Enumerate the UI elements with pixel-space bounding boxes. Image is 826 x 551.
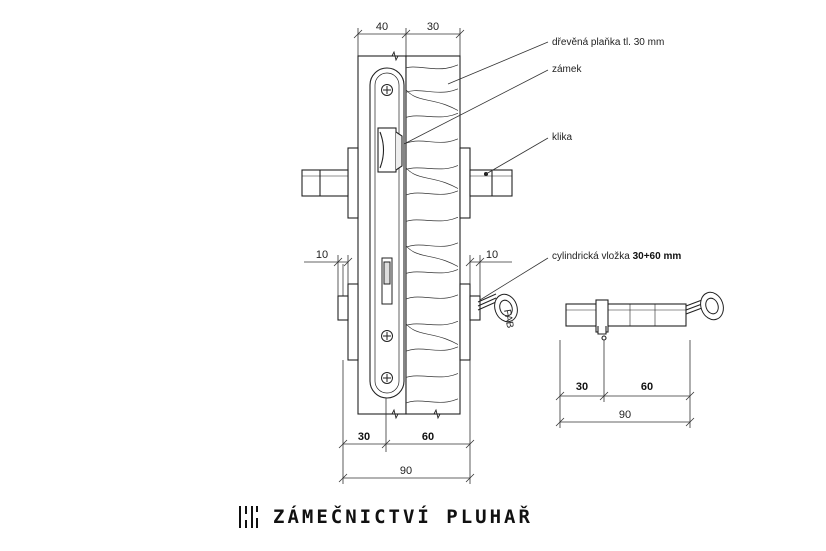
label-cylinder-size: 30+60 mm	[633, 251, 682, 262]
cylinder-key-icon	[685, 291, 724, 321]
dim-cyl-30: 30	[576, 381, 588, 393]
dim-side-left: 10	[316, 249, 328, 261]
label-cylinder: cylindrická vložka 30+60 mm	[552, 251, 681, 262]
handle-left	[301, 147, 359, 219]
dim-cyl-90: 90	[619, 409, 631, 421]
bottom-dimensions	[338, 360, 475, 484]
dim-bottom-30: 30	[358, 431, 370, 443]
dim-top-30: 30	[427, 21, 439, 33]
break-lines	[391, 50, 441, 420]
label-cylinder-text: cylindrická vložka	[552, 251, 633, 262]
label-plank: dřevěná plaňka tl. 30 mm	[552, 37, 664, 48]
key-icon	[477, 293, 518, 323]
label-lock: zámek	[552, 64, 582, 75]
side-dimensions	[304, 255, 512, 296]
cylinder-dimensions	[555, 340, 695, 428]
brand-footer: ZÁMEČNICTVÍ PLUHAŘ	[237, 503, 533, 531]
label-handle: klika	[552, 132, 572, 143]
dim-bottom-60: 60	[422, 431, 434, 443]
handle-right	[459, 147, 513, 219]
escutcheon-right	[459, 283, 481, 361]
dim-bottom-90: 90	[400, 465, 412, 477]
leader-lines	[403, 41, 549, 301]
latch-bolt	[377, 127, 403, 173]
brand-name: ZÁMEČNICTVÍ PLUHAŘ	[273, 506, 533, 528]
wood-plank-hatch	[406, 64, 458, 404]
lock-faceplate	[369, 67, 405, 399]
dim-side-right: 10	[486, 249, 498, 261]
escutcheon-left	[337, 264, 359, 361]
key-brand-text: FAB	[501, 309, 515, 330]
lock-bars-logo-icon	[239, 506, 258, 528]
dim-cyl-60: 60	[641, 381, 653, 393]
dim-top-40: 40	[376, 21, 388, 33]
deadbolt-slot	[381, 257, 393, 305]
cylinder-detail	[565, 299, 687, 341]
top-dimension	[353, 28, 465, 56]
